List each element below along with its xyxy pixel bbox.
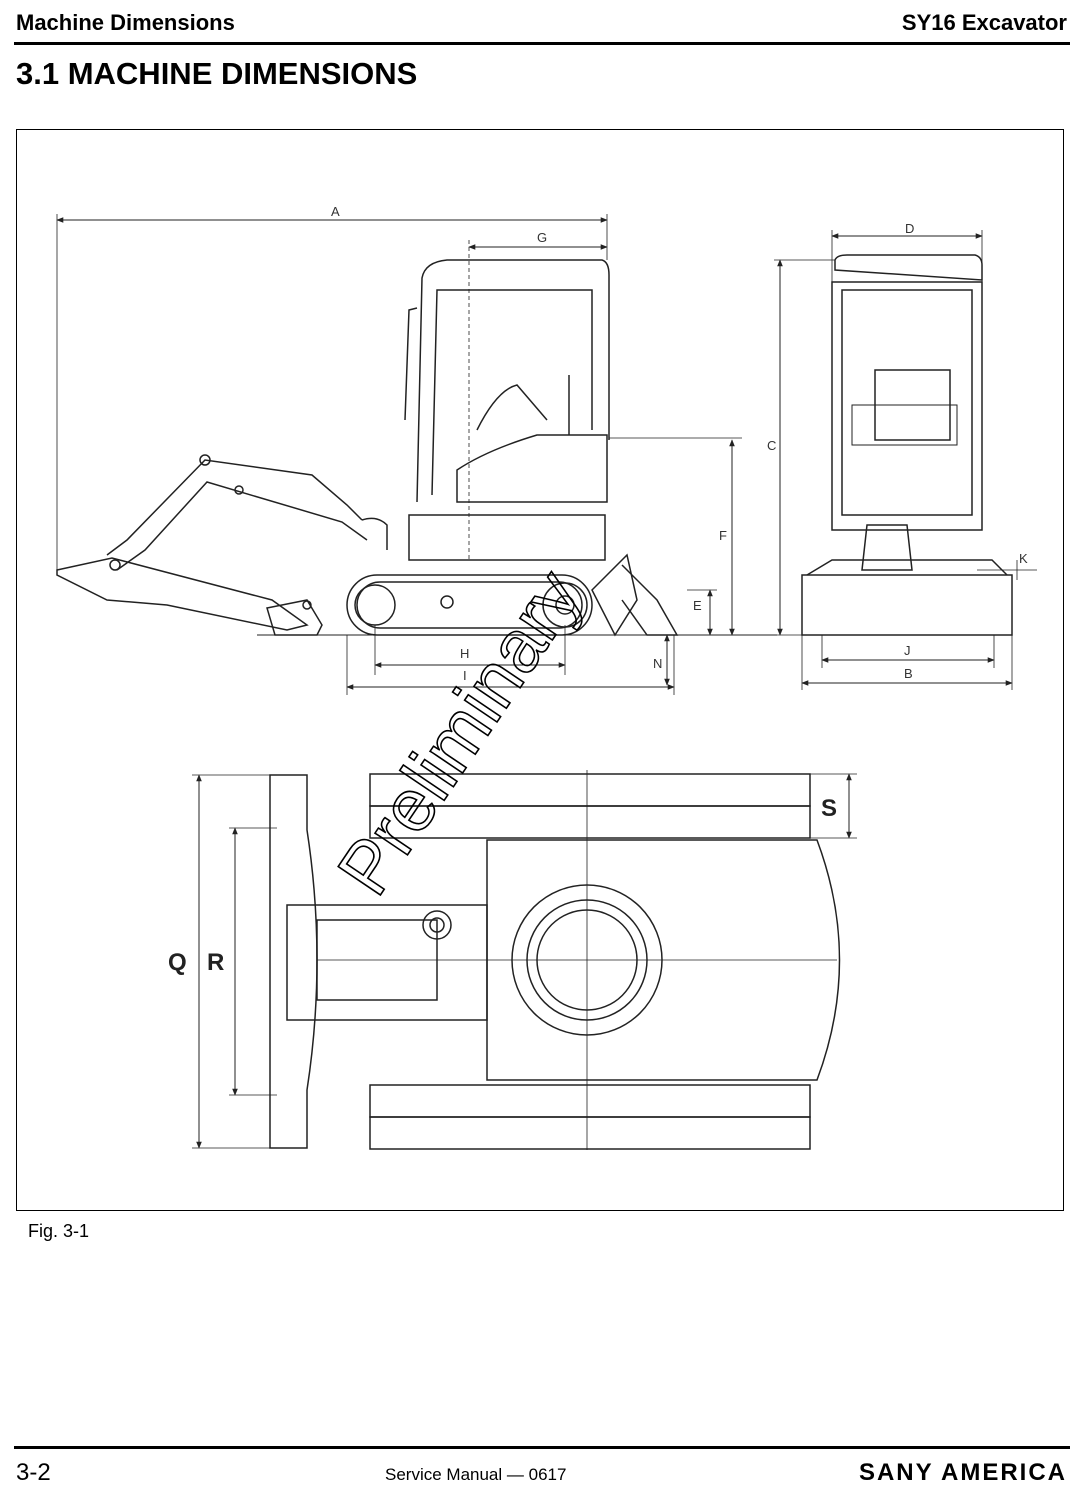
dim-label-h: H bbox=[460, 646, 469, 661]
dim-label-a: A bbox=[331, 204, 340, 219]
brand-name: SANY AMERICA bbox=[858, 1459, 1067, 1486]
dim-label-e: E bbox=[693, 598, 702, 613]
dim-label-k: K bbox=[1019, 551, 1028, 566]
header-section-title: Machine Dimensions bbox=[16, 10, 235, 35]
dim-label-q: Q bbox=[168, 949, 187, 976]
dim-label-g: G bbox=[537, 230, 547, 245]
dim-label-j: J bbox=[904, 643, 911, 658]
dim-label-f: F bbox=[719, 528, 727, 543]
machine-dimensions-drawing: A G D C F E N K H I J B S Q R Preliminar… bbox=[56, 204, 1037, 1150]
header-model-name: SY16 Excavator bbox=[901, 10, 1067, 35]
manual-reference: Service Manual — 0617 bbox=[385, 1465, 567, 1484]
dim-label-n: N bbox=[653, 656, 662, 671]
dim-label-s: S bbox=[821, 795, 837, 822]
header-divider bbox=[14, 42, 1070, 45]
dim-label-r: R bbox=[207, 949, 224, 976]
preliminary-watermark: Preliminary bbox=[321, 556, 597, 909]
dim-label-i: I bbox=[463, 668, 467, 683]
dim-label-c: C bbox=[767, 438, 776, 453]
footer-divider bbox=[14, 1446, 1070, 1449]
figure-caption: Fig. 3-1 bbox=[28, 1221, 90, 1241]
page-title: 3.1 MACHINE DIMENSIONS bbox=[16, 56, 418, 91]
figure-frame: A G D C F E N K H I J B S Q R Preliminar… bbox=[16, 129, 1064, 1211]
dim-label-d: D bbox=[905, 221, 914, 236]
dim-label-b: B bbox=[904, 666, 913, 681]
page-number: 3-2 bbox=[16, 1459, 51, 1486]
